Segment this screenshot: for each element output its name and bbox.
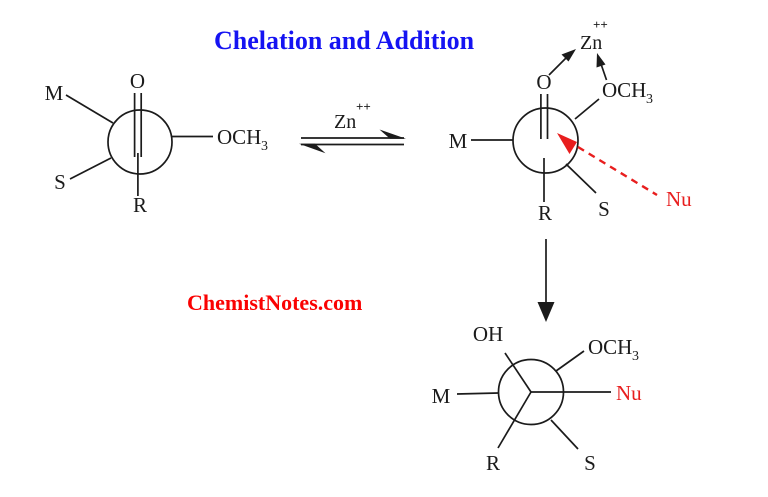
product-r-bond (497, 391, 532, 449)
coordination-arrowhead-from-och3-icon (596, 53, 606, 68)
coordination-arrow-from-och3 (600, 63, 608, 81)
equilibrium-zinc-charge: ++ (356, 99, 371, 114)
chelate-o-label: O (536, 70, 551, 94)
equilibrium-zinc-label: Zn (334, 111, 356, 133)
reactant-s-label: S (54, 170, 66, 194)
product-newman-projection: OH OCH 3 Nu M R S (432, 322, 643, 475)
chelate-s-label: S (598, 197, 610, 221)
product-och3-subscript: 3 (632, 349, 639, 364)
reactant-m-bond (65, 94, 114, 124)
reactant-och3-label: OCH (217, 125, 261, 149)
chelate-s-bond (565, 163, 597, 194)
reaction-down-arrow (537, 239, 555, 322)
down-arrowhead-icon (537, 302, 555, 322)
reactant-s-bond (69, 157, 112, 180)
chelate-m-label: M (449, 129, 468, 153)
chelate-zinc-charge: ++ (593, 17, 608, 32)
reactant-newman-projection: O M S OCH 3 R (45, 69, 268, 217)
product-oh-label: OH (473, 322, 503, 346)
nu-attack-arrowhead-icon (557, 133, 577, 154)
product-oh-bond (504, 352, 532, 393)
chelate-nu-label: Nu (666, 187, 692, 211)
coordination-arrow-from-o (548, 57, 567, 76)
reactant-o-label: O (130, 69, 145, 93)
diagram-title: Chelation and Addition (214, 26, 475, 55)
nu-attack-dashed-line (577, 145, 658, 197)
reactant-newman-circle (107, 109, 173, 175)
watermark-text: ChemistNotes.com (187, 290, 362, 315)
equilibrium-arrows: Zn ++ (299, 99, 406, 154)
product-nu-label: Nu (616, 381, 642, 405)
equilibrium-reverse-arrowhead-icon (299, 143, 326, 154)
chelate-zinc-label: Zn (580, 32, 602, 54)
chelated-newman-projection: O M OCH 3 R S Zn ++ Nu (449, 17, 693, 225)
chelate-r-label: R (538, 201, 552, 225)
reactant-och3-subscript: 3 (261, 139, 268, 154)
reactant-r-label: R (133, 193, 147, 217)
coordination-arrowhead-from-o-icon (561, 49, 576, 62)
equilibrium-forward-arrowhead-icon (379, 129, 406, 139)
product-och3-label: OCH (588, 335, 632, 359)
chelate-och3-subscript: 3 (646, 92, 653, 107)
product-r-label: R (486, 451, 500, 475)
chelate-och3-label: OCH (602, 78, 646, 102)
chelate-och3-bond (574, 98, 600, 120)
product-m-bond (456, 392, 499, 395)
product-m-label: M (432, 384, 451, 408)
product-s-label: S (584, 451, 596, 475)
product-s-bond (550, 419, 579, 450)
reactant-m-label: M (45, 81, 64, 105)
product-och3-bond (555, 350, 585, 372)
